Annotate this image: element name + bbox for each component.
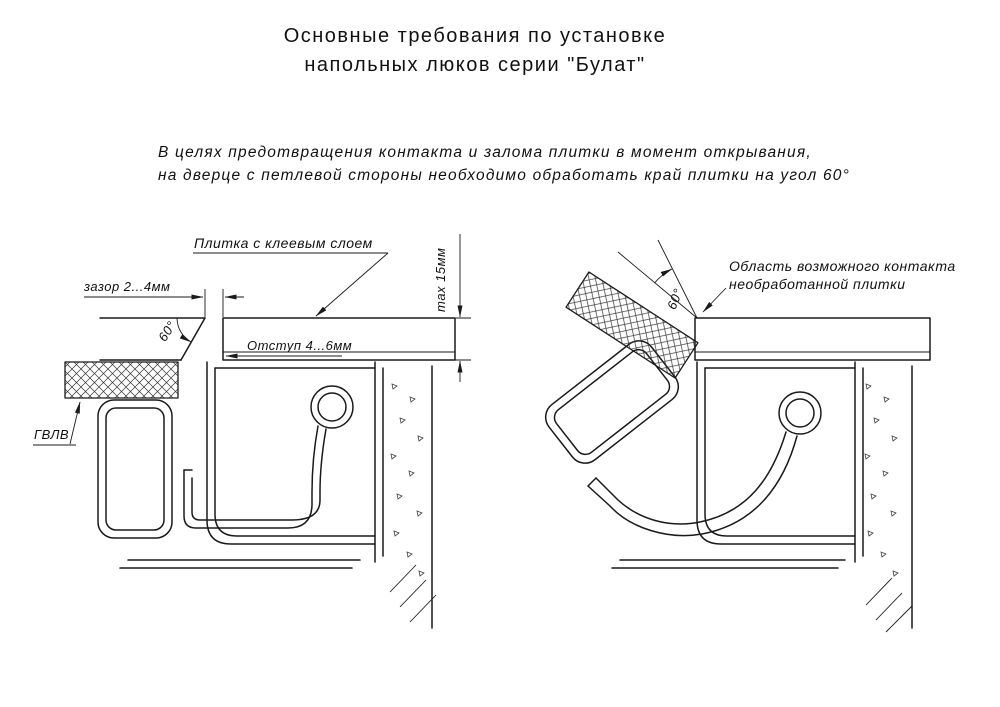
note-line-2: на дверце с петлевой стороны необходимо … xyxy=(158,167,850,185)
frame-pan-outer xyxy=(696,361,856,545)
offset-dimension-label: Отступ 4...6мм xyxy=(247,338,353,353)
hinge-pin-inner xyxy=(785,398,815,428)
angle-arc xyxy=(654,268,673,283)
concrete-speckles-right xyxy=(864,383,899,577)
title-line-2: напольных люков серии "Булат" xyxy=(304,54,646,76)
floor-lines xyxy=(611,559,846,569)
contact-area-line-1: Область возможного контакта xyxy=(729,258,956,274)
hinge-pin-outer xyxy=(778,391,822,435)
hinge-arm-inner xyxy=(587,435,798,537)
angle-arc xyxy=(176,317,192,343)
note-line-1: В целях предотвращения контакта и залома… xyxy=(158,144,812,161)
frame-profile-inner xyxy=(105,407,165,531)
door-tile-section xyxy=(222,317,456,361)
tile-with-adhesive-label: Плитка с клеевым слоем xyxy=(194,235,373,251)
beveled-tile-edge xyxy=(180,317,206,361)
left-section-linework xyxy=(64,317,456,629)
door-pan-outer xyxy=(206,361,376,545)
hinge-arm-cap xyxy=(587,477,597,487)
fixed-tile-section xyxy=(694,317,931,361)
contact-area-label: Область возможного контакта необработанн… xyxy=(729,257,956,293)
right-diagram xyxy=(544,239,931,633)
contact-angle-lines xyxy=(617,239,698,319)
ground-break-marks xyxy=(865,577,913,633)
left-dimension-lines xyxy=(33,234,471,623)
hinge-arm-outer xyxy=(595,431,787,525)
concrete-speckles-left xyxy=(390,383,425,577)
max-thickness-label: max 15мм xyxy=(433,247,448,312)
hinge-arm-inner xyxy=(191,428,327,521)
left-diagram xyxy=(33,234,471,629)
frame-pan-inner xyxy=(704,367,856,537)
tile-label-leader xyxy=(315,252,389,317)
right-dimension-lines xyxy=(617,239,930,633)
hinge-pin-outer xyxy=(310,385,354,429)
gvl-board-label: ГВЛВ xyxy=(34,427,70,442)
unprocessed-tile-hatched xyxy=(565,271,699,379)
title-line-1: Основные требования по установке xyxy=(283,25,667,47)
tilted-tile xyxy=(565,271,699,379)
gap-dimension-label: зазор 2...4мм xyxy=(84,279,171,294)
door-pan-inner xyxy=(214,367,376,537)
thickness-extension-lines xyxy=(446,317,471,361)
contact-label-leader xyxy=(702,287,727,313)
gap-extension-lines xyxy=(204,289,224,317)
contact-area-line-2: необработанной плитки xyxy=(729,276,906,293)
gvl-board-hatched xyxy=(64,361,179,399)
hinge-arm-outer xyxy=(183,425,319,529)
ground-break-marks xyxy=(389,564,437,623)
frame-profile-outer xyxy=(97,399,173,539)
right-section-linework xyxy=(544,271,931,629)
requirement-note: В целях предотвращения контакта и залома… xyxy=(158,141,850,188)
floor-lines xyxy=(119,559,361,569)
drawing-title: Основные требования по установке напольн… xyxy=(0,22,950,80)
gvl-label-leader xyxy=(69,401,81,445)
hinge-pin-inner xyxy=(317,392,347,422)
